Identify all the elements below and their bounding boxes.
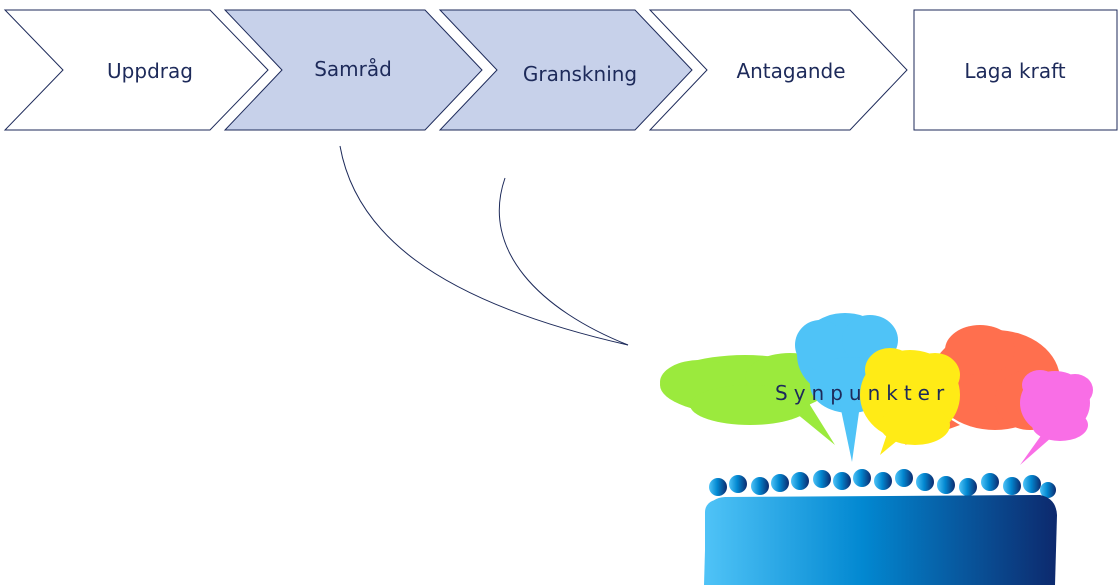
step-uppdrag-shape bbox=[3, 9, 269, 131]
crowd-silhouette bbox=[704, 469, 1057, 585]
step-granskning-shape bbox=[438, 9, 693, 131]
step-samrad-label: Samråd bbox=[314, 57, 392, 81]
step-antagande: Antagande bbox=[648, 9, 908, 131]
step-laga-kraft: Laga kraft bbox=[913, 9, 1118, 131]
connector-curve-granskning bbox=[498, 177, 629, 346]
step-granskning-label: Granskning bbox=[523, 62, 637, 86]
synpunkter-label: Synpunkter bbox=[775, 381, 950, 405]
step-granskning: Granskning bbox=[438, 9, 693, 131]
speech-bubbles-illustration: Synpunkter bbox=[660, 313, 1093, 465]
step-laga-kraft-shape bbox=[913, 9, 1118, 131]
feedback-connector bbox=[339, 145, 629, 346]
yellow-speech-bubble bbox=[860, 348, 960, 455]
pink-speech-bubble bbox=[1020, 370, 1093, 465]
process-flow: Uppdrag Samråd Granskning Antagande Laga… bbox=[3, 9, 1118, 131]
step-samrad: Samråd bbox=[223, 9, 483, 131]
step-samrad-shape bbox=[223, 9, 483, 131]
step-uppdrag: Uppdrag bbox=[3, 9, 269, 131]
connector-curve-samrad bbox=[339, 145, 629, 346]
step-antagande-label: Antagande bbox=[736, 59, 845, 83]
step-antagande-shape bbox=[648, 9, 908, 131]
step-uppdrag-label: Uppdrag bbox=[107, 59, 193, 83]
step-laga-kraft-label: Laga kraft bbox=[964, 59, 1065, 83]
